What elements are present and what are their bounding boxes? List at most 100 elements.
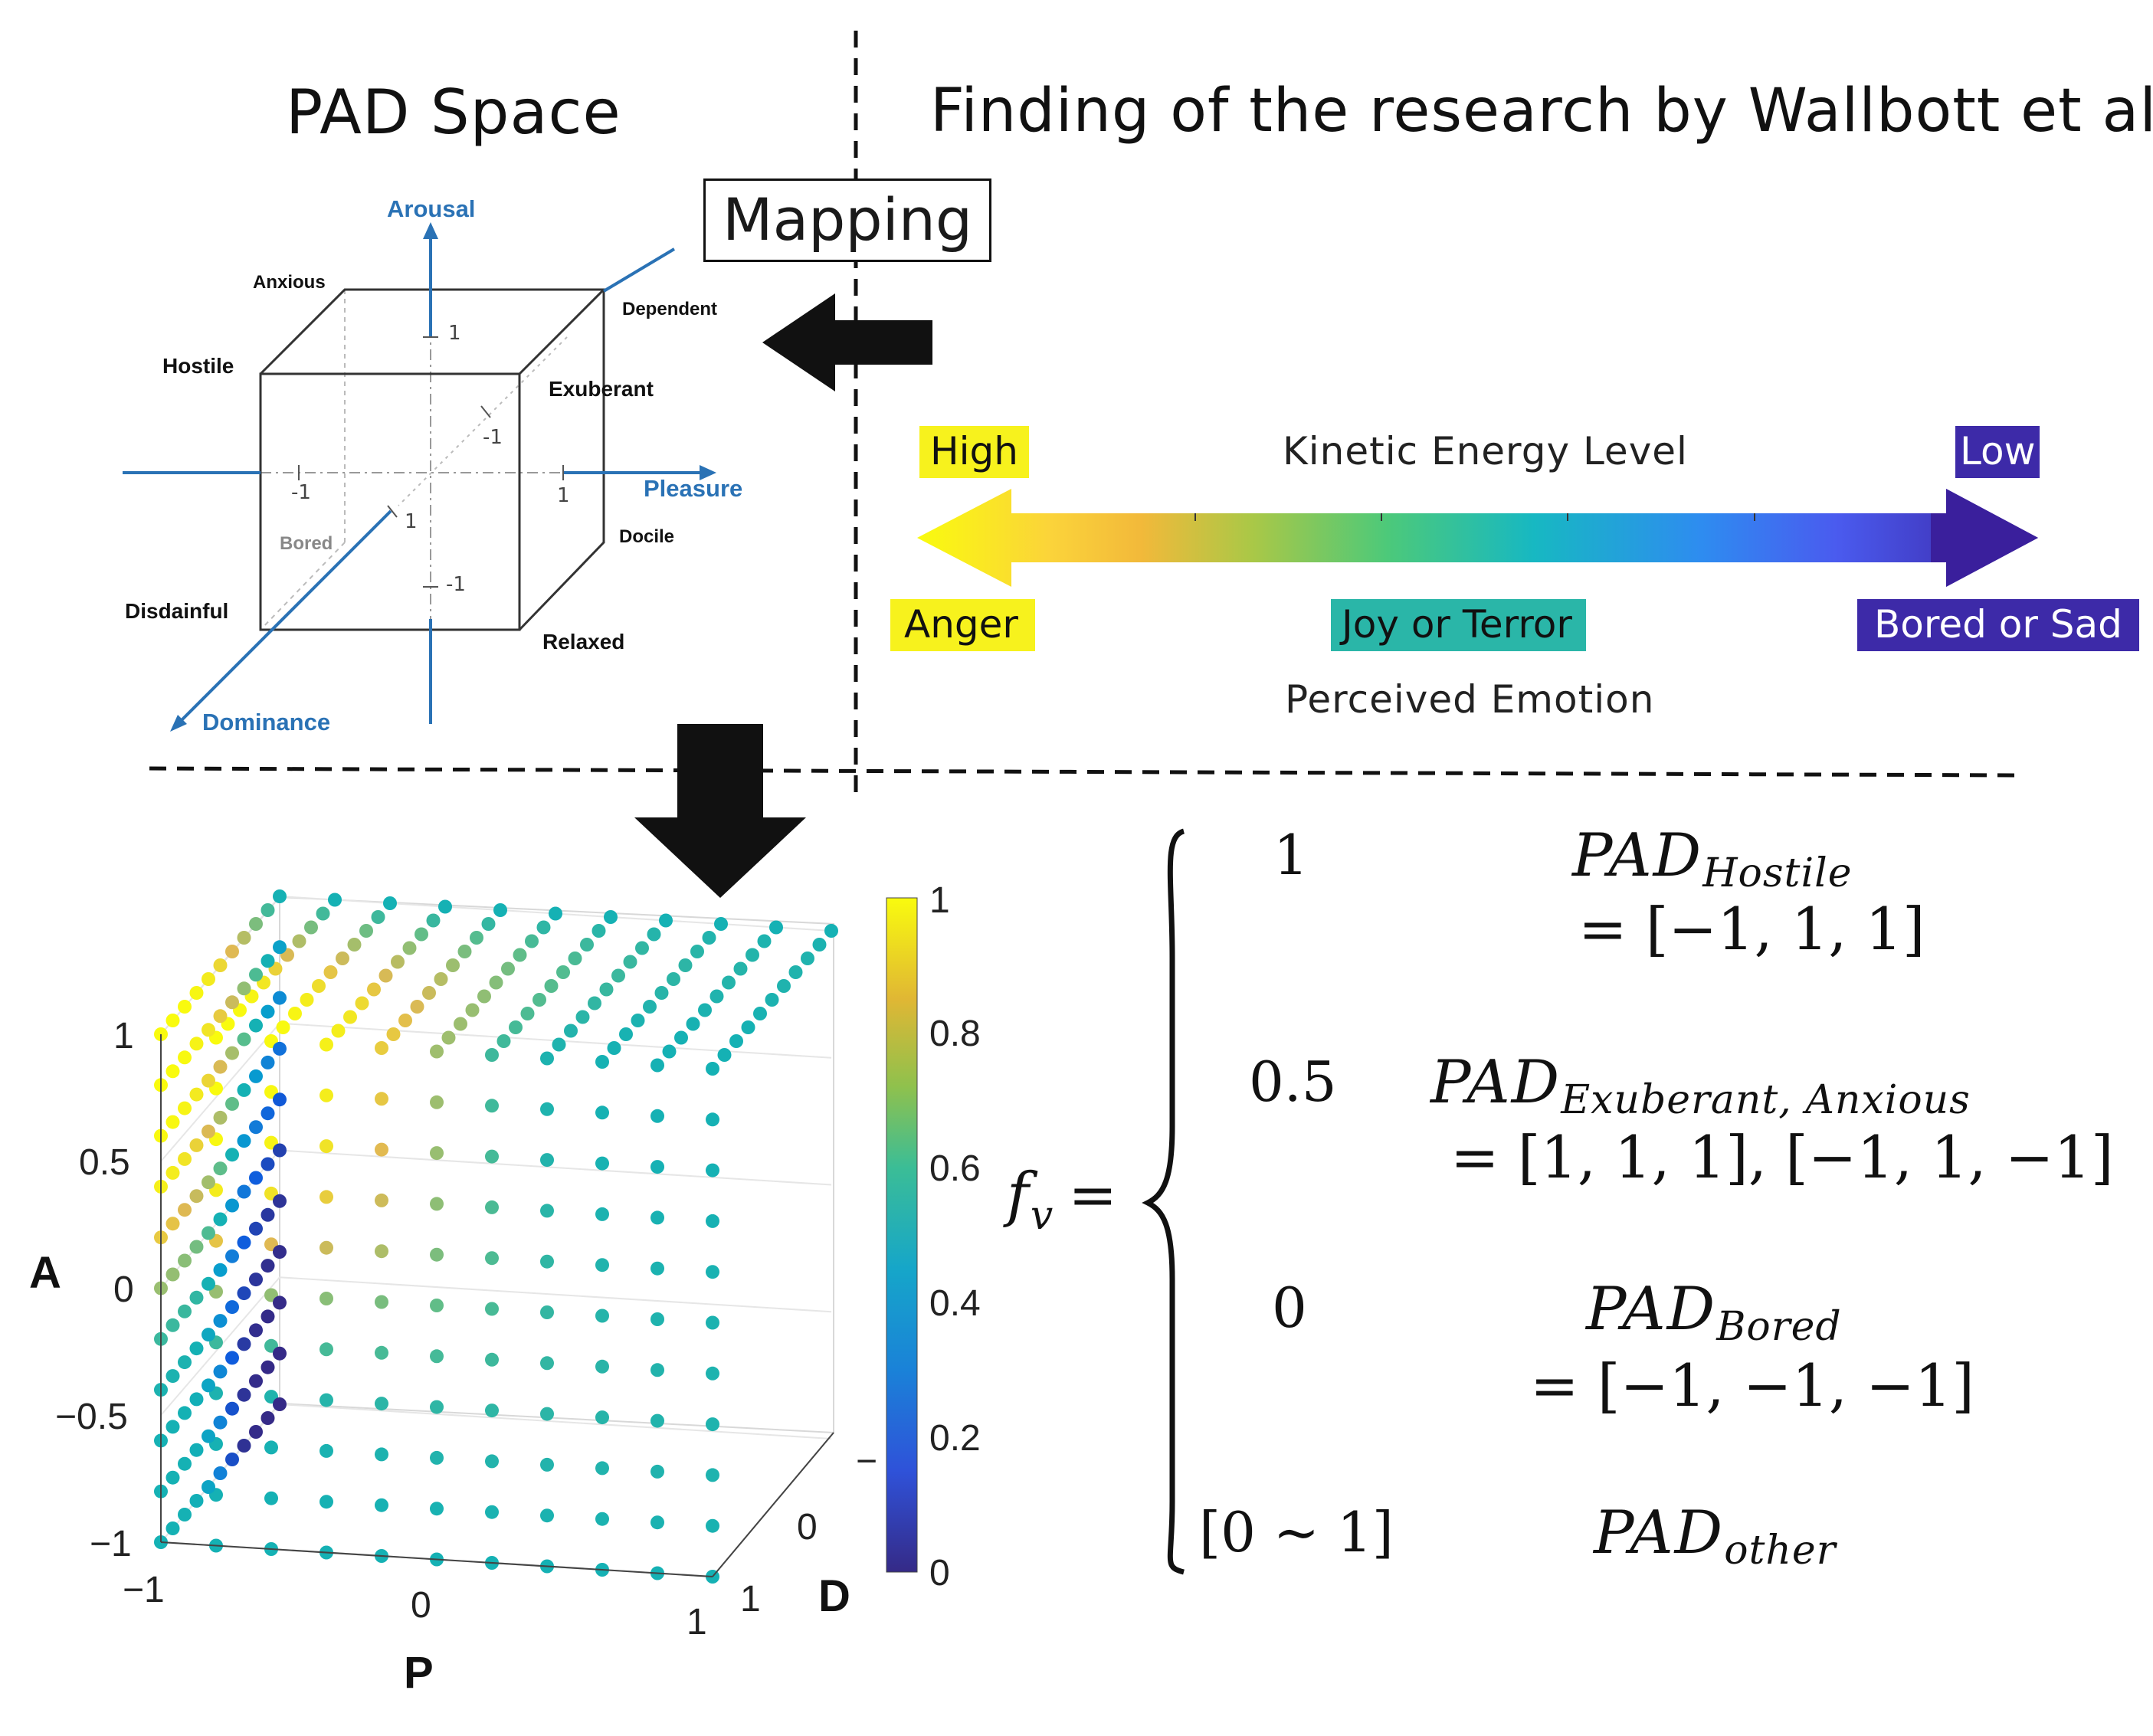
scatter-point bbox=[225, 1046, 239, 1060]
scatter-point bbox=[485, 1251, 499, 1266]
scatter-point bbox=[485, 1352, 499, 1367]
scatter-point bbox=[261, 1157, 275, 1171]
scatter-point bbox=[485, 1505, 499, 1519]
scatter-point bbox=[386, 1027, 401, 1041]
scatter-point bbox=[165, 1267, 180, 1282]
scatter-point bbox=[261, 1259, 275, 1273]
scatter-point bbox=[430, 1247, 444, 1262]
scatter-point bbox=[375, 1092, 388, 1106]
scatter-point bbox=[650, 1363, 664, 1377]
scatter-point bbox=[178, 1151, 192, 1166]
scatter-point bbox=[650, 1464, 664, 1479]
scatter-point bbox=[410, 1000, 424, 1014]
scatter-point bbox=[237, 1286, 251, 1301]
scatter-point bbox=[643, 1000, 657, 1014]
scatter-point bbox=[481, 917, 496, 931]
scatter-point bbox=[264, 1440, 278, 1455]
scatter-point bbox=[457, 945, 472, 958]
z-tick-neg-1: −1 bbox=[90, 1524, 132, 1564]
scatter-point bbox=[402, 941, 417, 955]
scatter-point bbox=[706, 1163, 719, 1178]
scatter-point bbox=[249, 1018, 263, 1033]
scatter-point bbox=[430, 1146, 444, 1161]
scatter-point bbox=[375, 1193, 388, 1207]
scatter-point bbox=[378, 968, 393, 983]
scatter-point bbox=[273, 1194, 287, 1208]
scatter-point bbox=[225, 1453, 239, 1466]
scatter-point bbox=[706, 1214, 719, 1228]
scatter-point bbox=[213, 1263, 228, 1277]
scatter-point bbox=[540, 1153, 554, 1168]
scatter-point bbox=[454, 1017, 467, 1031]
scatter-point bbox=[336, 952, 349, 965]
scatter-point bbox=[714, 917, 728, 931]
scatter-point bbox=[788, 965, 803, 979]
scatter-point bbox=[430, 1450, 444, 1465]
scatter-point bbox=[540, 1051, 554, 1066]
corner-disdainful: Disdainful bbox=[125, 599, 229, 623]
scatter-point bbox=[328, 893, 342, 907]
colorbar-tick-0-2: 0.2 bbox=[929, 1418, 981, 1459]
scatter-point bbox=[225, 1300, 239, 1315]
scatter-point bbox=[225, 1148, 239, 1162]
left-arrow-icon bbox=[762, 293, 932, 391]
scatter-point bbox=[189, 1290, 204, 1305]
formula-lhs: fv = bbox=[1007, 1161, 1117, 1239]
scatter-point bbox=[165, 1369, 180, 1384]
scatter-point bbox=[178, 1456, 192, 1471]
scatter-point bbox=[595, 1258, 609, 1273]
scatter-point bbox=[595, 1156, 609, 1171]
y-tick-1: 1 bbox=[740, 1579, 761, 1620]
scatter-point bbox=[178, 1304, 192, 1318]
scatter-point bbox=[320, 1393, 333, 1407]
scatter-point bbox=[320, 1342, 333, 1357]
scatter-point bbox=[273, 889, 287, 903]
scatter-point bbox=[178, 1203, 192, 1217]
scatter-point bbox=[434, 972, 448, 986]
pad-space-title: PAD Space bbox=[286, 77, 621, 148]
scatter-point bbox=[540, 1508, 554, 1523]
scatter-point bbox=[213, 1212, 228, 1227]
formula-row2-pad-text: PAD bbox=[1430, 1048, 1561, 1117]
formula-row4-pad-text: PAD bbox=[1594, 1499, 1725, 1567]
formula-row2-pad: PADExuberant, Anxious bbox=[1430, 1048, 1971, 1123]
scatter-point bbox=[509, 1020, 523, 1034]
scatter-point bbox=[702, 931, 716, 945]
scatter-point bbox=[595, 1410, 609, 1425]
scatter-point bbox=[595, 1055, 609, 1069]
scatter-point bbox=[733, 961, 748, 976]
scatter-point bbox=[650, 1261, 664, 1276]
scatter-point bbox=[540, 1356, 554, 1371]
scatter-point bbox=[706, 1518, 719, 1533]
formula-lhs-sub: v bbox=[1030, 1193, 1054, 1239]
scatter-point bbox=[237, 931, 251, 945]
scatter-3d-frame bbox=[160, 896, 834, 1578]
perceived-emotion-label: Perceived Emotion bbox=[1285, 677, 1655, 722]
scatter-point bbox=[165, 1014, 180, 1027]
scatter-point bbox=[320, 1088, 333, 1102]
scatter-point bbox=[237, 1134, 251, 1148]
scatter-point bbox=[717, 1048, 732, 1062]
scatter-point bbox=[165, 1217, 180, 1231]
corner-exuberant: Exuberant bbox=[549, 377, 654, 401]
scatter-point bbox=[599, 982, 614, 997]
scatter-point bbox=[686, 1017, 700, 1031]
scatter-point bbox=[273, 1092, 287, 1107]
scatter-point bbox=[722, 975, 736, 990]
scatter-point bbox=[237, 1083, 251, 1097]
scatter-point bbox=[355, 996, 369, 1010]
scatter-point bbox=[520, 1007, 535, 1020]
scatter-point bbox=[249, 1069, 263, 1083]
colorbar-tick-0-6: 0.6 bbox=[929, 1148, 981, 1189]
scatter-point bbox=[607, 1041, 621, 1055]
scatter-point bbox=[375, 1447, 388, 1462]
scatter-point bbox=[650, 1210, 664, 1225]
scatter-point bbox=[540, 1204, 554, 1218]
scatter-point bbox=[189, 1240, 204, 1254]
scatter-point bbox=[312, 979, 326, 993]
scatter-point bbox=[556, 965, 570, 979]
scatter-point bbox=[650, 1413, 664, 1428]
scatter-point bbox=[769, 920, 783, 935]
scatter-point bbox=[213, 1364, 228, 1379]
scatter-point bbox=[812, 938, 827, 952]
